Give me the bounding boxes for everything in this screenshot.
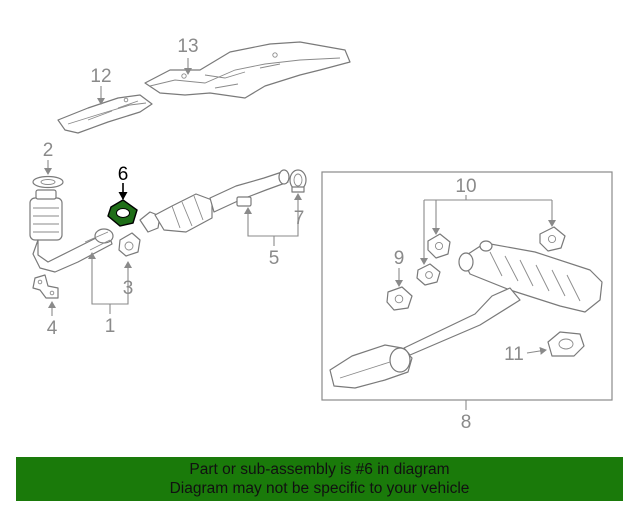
banner-line-part: Part or sub-assembly is #6 in diagram — [189, 461, 450, 478]
insulator-10c — [539, 226, 566, 252]
callout-4: 4 — [47, 318, 58, 339]
callout-5: 5 — [269, 248, 280, 269]
clamp-7 — [289, 169, 307, 193]
heat-shield-12 — [57, 94, 153, 134]
callout-1: 1 — [105, 316, 116, 337]
intermediate-pipe-5 — [139, 169, 290, 233]
banner-line-disclaimer: Diagram may not be specific to your vehi… — [169, 480, 470, 497]
leader-lines — [44, 58, 556, 410]
front-pipe-1 — [29, 189, 114, 273]
rear-assembly-frame — [321, 171, 613, 401]
callout-2: 2 — [43, 140, 54, 161]
muffler-8 — [329, 240, 603, 389]
hanger-3 — [118, 232, 141, 257]
heat-shield-13 — [144, 41, 351, 99]
bracket-4 — [32, 274, 59, 299]
gasket-2 — [32, 175, 64, 189]
insulator-10b — [416, 263, 441, 286]
callout-11: 11 — [504, 344, 524, 365]
callout-6: 6 — [118, 164, 129, 185]
callout-13: 13 — [177, 36, 198, 57]
callout-7: 7 — [294, 208, 305, 229]
info-banner: Part or sub-assembly is #6 in diagram Di… — [16, 457, 623, 501]
flange-gasket-6 — [107, 199, 138, 227]
callout-12: 12 — [90, 66, 111, 87]
insulator-10a — [427, 233, 451, 259]
insulator-9 — [386, 286, 413, 311]
callout-3: 3 — [123, 278, 134, 299]
callout-10: 10 — [455, 176, 476, 197]
callout-9: 9 — [394, 248, 405, 269]
callout-8: 8 — [461, 412, 472, 433]
exhaust-tip-11 — [547, 331, 585, 357]
